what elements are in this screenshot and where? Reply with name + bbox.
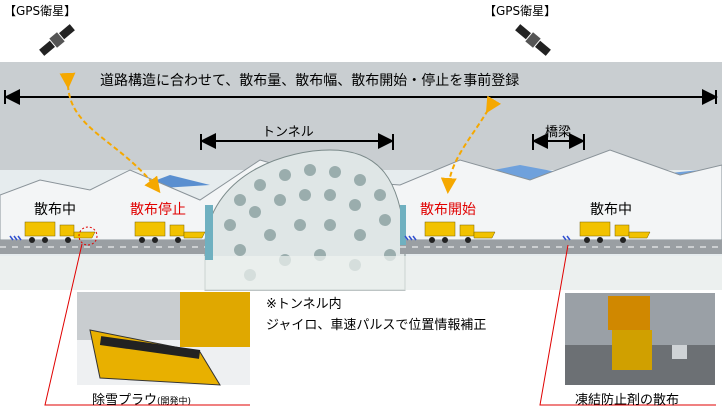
spreader-photo xyxy=(565,293,715,385)
plow-callout-line xyxy=(44,243,250,406)
status-spreading-1: 散布中 xyxy=(34,202,76,218)
gps-satellite-label-left: 【GPS衛星】 xyxy=(4,4,77,18)
gps-satellite-label-right: 【GPS衛星】 xyxy=(484,4,557,18)
status-stop: 散布停止 xyxy=(130,202,186,218)
plow-caption-sub: (開発中) xyxy=(157,397,192,407)
spray-callout-line xyxy=(539,244,716,406)
trucks xyxy=(24,221,651,239)
tunnel-note-line2: ジャイロ、車速パルスで位置情報補正 xyxy=(266,318,487,333)
bridge-label: 橋梁 xyxy=(545,125,572,140)
tunnel-label: トンネル xyxy=(262,125,314,140)
satellite-icon-left xyxy=(39,24,75,56)
status-start: 散布開始 xyxy=(420,202,476,218)
status-spreading-2: 散布中 xyxy=(590,202,632,218)
spray-caption: 凍結防止剤の散布 xyxy=(575,393,680,408)
plow-caption: 除雪プラウ(開発中) xyxy=(92,389,191,408)
plow-photo xyxy=(77,292,250,386)
plow-caption-main: 除雪プラウ xyxy=(92,393,158,408)
road xyxy=(0,240,210,254)
plow-highlight xyxy=(78,226,98,246)
headline: 道路構造に合わせて、散布量、散布幅、散布開始・停止を事前登録 xyxy=(100,73,520,89)
satellite-icon-right xyxy=(515,24,551,56)
gps-signal-arrow-left xyxy=(59,72,161,194)
tunnel-note-line1: ※トンネル内 xyxy=(266,297,342,312)
gps-signal-arrow-right xyxy=(440,95,502,194)
